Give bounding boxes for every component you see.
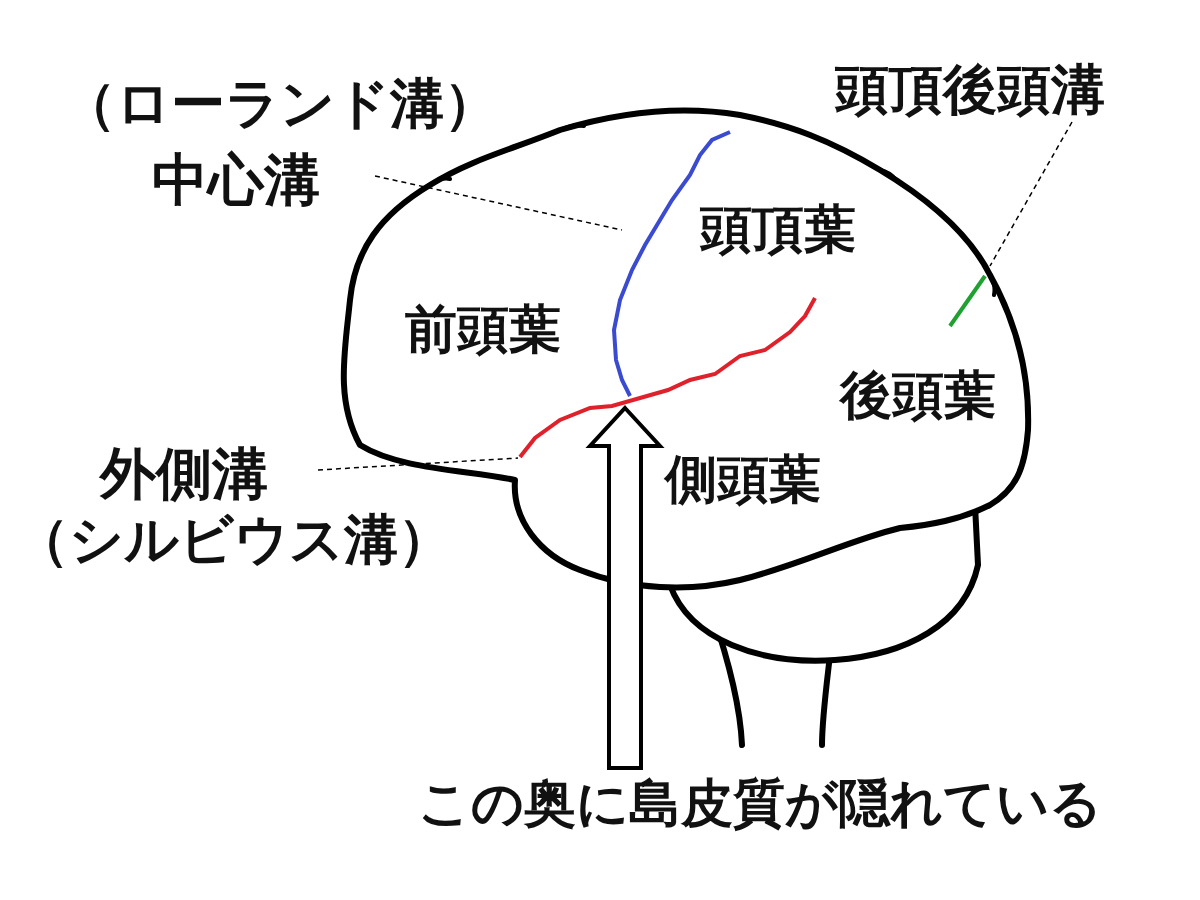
lobe-label: 頭頂葉 [700, 198, 856, 260]
lateral-sulcus-line [520, 298, 815, 457]
leader-line [318, 458, 518, 470]
leader-line [990, 122, 1072, 266]
lobe-label: 後頭葉 [840, 364, 996, 426]
sulcus-label: 頭頂後頭溝 [835, 58, 1105, 123]
central-sulcus-line [614, 132, 730, 396]
cerebrum-bumps [430, 126, 995, 296]
insula-arrow [590, 408, 660, 768]
sulcus-alias-label: （ローランド溝） [62, 72, 498, 137]
leader-line [375, 176, 622, 230]
sulcus-label: 中心溝 [152, 146, 320, 213]
sulcus-alias-label: （シルビウス溝） [15, 508, 452, 573]
caption-note: この奥に島皮質が隠れている [418, 772, 1102, 834]
lobe-label: 前頭葉 [405, 298, 561, 360]
sulcus-label: 外側溝 [100, 440, 268, 507]
parieto-occipital-sulcus-line [950, 276, 985, 326]
lobe-label: 側頭葉 [665, 448, 821, 510]
